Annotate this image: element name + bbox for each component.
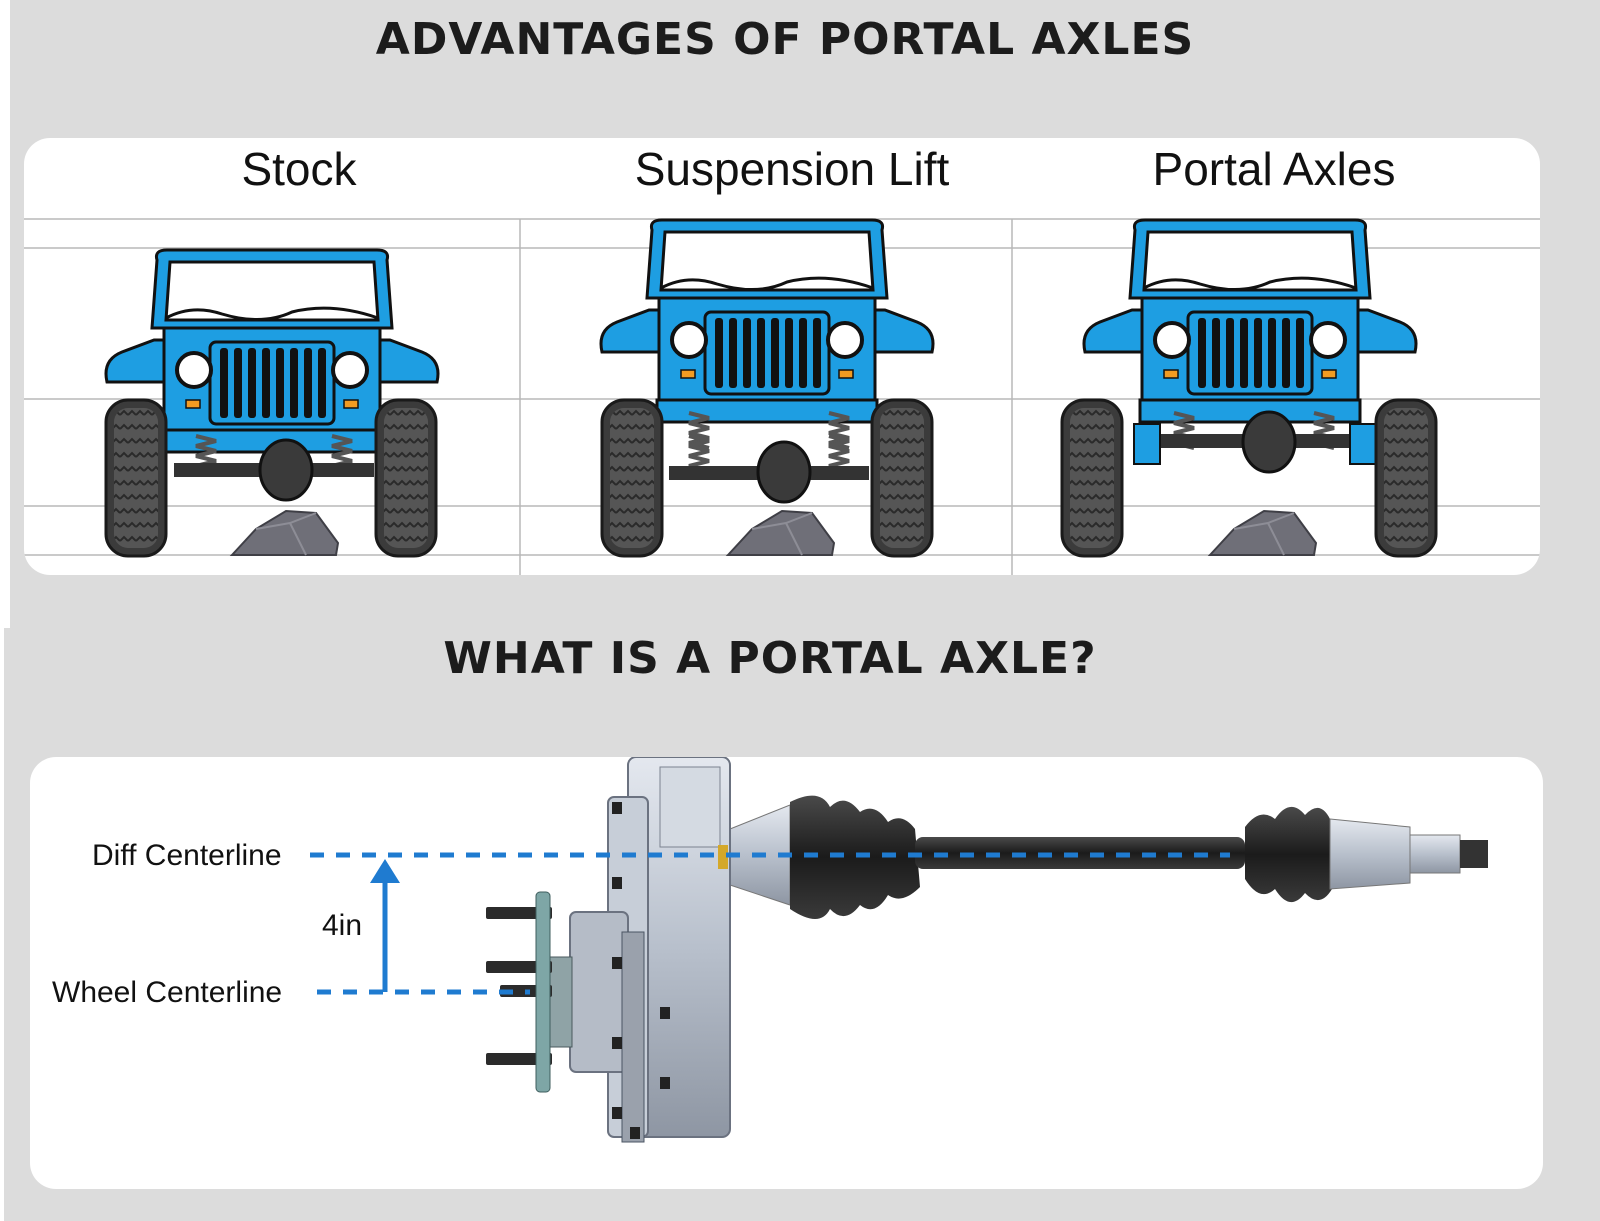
column-title-portal-axles: Portal Axles [1152, 143, 1396, 195]
comparison-drawing [24, 218, 1540, 575]
axle-drawing [310, 757, 1488, 1143]
wheel-centerline-label: Wheel Centerline [52, 976, 283, 1009]
diff-centerline-label: Diff Centerline [92, 839, 282, 872]
offset-label: 4in [322, 909, 363, 942]
portal-gear-housing [486, 757, 731, 1143]
axle-panel: Diff Centerline Wheel Centerline 4in [30, 757, 1543, 1189]
offset-arrow-head [370, 859, 400, 883]
comparison-panel: Stock Suspension Lift Portal Axles [24, 138, 1540, 575]
column-title-stock: Stock [241, 143, 357, 195]
advantages-heading: ADVANTAGES OF PORTAL AXLES [375, 14, 1195, 65]
what-is-heading: WHAT IS A PORTAL AXLE? [443, 633, 1097, 684]
stock-jeep [104, 248, 440, 558]
portal-axles-jeep [1060, 218, 1438, 558]
suspension-lift-jeep [599, 218, 935, 558]
cv-axle-shaft [729, 795, 1488, 919]
column-title-suspension-lift: Suspension Lift [634, 143, 950, 195]
